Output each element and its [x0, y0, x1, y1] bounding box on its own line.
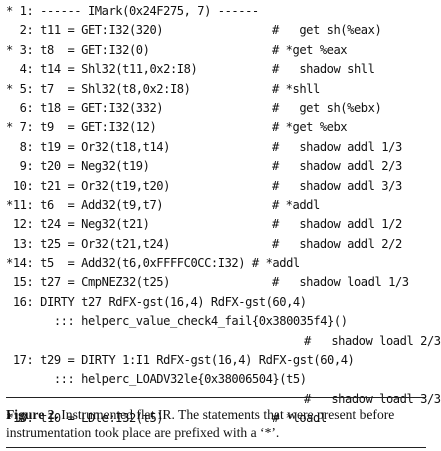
figure-caption: Figure 2. Instrumented flat IR. The stat… — [6, 406, 428, 442]
ir-line: # shadow loadl 2/3 — [6, 332, 441, 351]
ir-line: 13: t25 = Or32(t21,t24) # shadow addl 2/2 — [6, 235, 430, 254]
ir-line: 17: t29 = DIRTY 1:I1 RdFX-gst(16,4) RdFX… — [6, 351, 430, 370]
ir-line: * 3: t8 = GET:I32(0) # *get %eax — [6, 41, 430, 60]
ir-statement: 15: t27 = CmpNEZ32(t25) — [6, 275, 171, 290]
ir-statement: 4: t14 = Shl32(t11,0x2:I8) — [6, 62, 198, 77]
figure-caption-text: Instrumented flat IR. The statements tha… — [6, 407, 395, 440]
ir-line: 8: t19 = Or32(t18,t14) # shadow addl 1/3 — [6, 138, 430, 157]
ir-statement: 8: t19 = Or32(t18,t14) — [6, 139, 171, 154]
ir-comment: # shadow addl 3/3 — [272, 178, 402, 193]
ir-line: 15: t27 = CmpNEZ32(t25) # shadow loadl 1/… — [6, 273, 430, 292]
ir-line: 9: t20 = Neg32(t19) # shadow addl 2/3 — [6, 157, 430, 176]
ir-line: 12: t24 = Neg32(t21) # shadow addl 1/2 — [6, 215, 430, 234]
ir-statement: * 5: t7 = Shl32(t8,0x2:I8) — [6, 81, 191, 96]
ir-comment: # *shll — [272, 81, 320, 96]
ir-line: * 5: t7 = Shl32(t8,0x2:I8) # *shll — [6, 80, 430, 99]
ir-comment: # shadow addl 1/3 — [272, 139, 402, 154]
ir-comment: # *addl — [272, 197, 320, 212]
ir-statement: ::: helperc_LOADV32le{0x38006504}(t5) — [6, 372, 307, 387]
ir-statement: * 1: ------ IMark(0x24F275, 7) ------ — [6, 4, 259, 18]
ir-line: *14: t5 = Add32(t6,0xFFFFC0CC:I32) # *ad… — [6, 254, 430, 273]
ir-comment: # shadow addl 2/2 — [272, 236, 402, 251]
ir-line: 16: DIRTY t27 RdFX-gst(16,4) RdFX-gst(60… — [6, 293, 430, 312]
ir-line: *18: t10 = LDle:I32(t5) # *loadl — [6, 409, 430, 428]
ir-statement: * 7: t9 = GET:I32(12) — [6, 120, 157, 135]
ir-statement: ::: helperc_value_check4_fail{0x380035f4… — [6, 314, 348, 329]
ir-comment: # shadow addl 1/2 — [272, 217, 402, 232]
ir-statement: 2: t11 = GET:I32(320) — [6, 23, 164, 38]
figure-label: Figure 2. — [6, 407, 58, 422]
ir-line: 2: t11 = GET:I32(320) # get sh(%eax) — [6, 21, 430, 40]
ir-statement: 16: DIRTY t27 RdFX-gst(16,4) RdFX-gst(60… — [6, 294, 307, 309]
ir-statement: *18: t10 = LDle:I32(t5) — [6, 411, 164, 426]
ir-line: 10: t21 = Or32(t19,t20) # shadow addl 3/3 — [6, 177, 430, 196]
ir-comment: # *get %eax — [272, 42, 348, 57]
ir-statement: * 3: t8 = GET:I32(0) — [6, 42, 150, 57]
ir-line: 4: t14 = Shl32(t11,0x2:I8) # shadow shll — [6, 60, 430, 79]
ir-comment: # get sh(%eax) — [272, 23, 382, 38]
ir-comment: # shadow shll — [272, 62, 375, 77]
ir-statement: 12: t24 = Neg32(t21) — [6, 217, 150, 232]
ir-comment: # *loadl — [272, 411, 327, 426]
ir-comment: # get sh(%ebx) — [272, 100, 382, 115]
ir-statement: *11: t6 = Add32(t9,t7) — [6, 197, 164, 212]
ir-comment: # shadow loadl 3/3 — [304, 391, 441, 406]
caption-rule-top — [6, 397, 426, 398]
ir-comment: # shadow loadl 2/3 — [304, 333, 441, 348]
ir-line: ::: helperc_LOADV32le{0x38006504}(t5) — [6, 370, 430, 389]
ir-comment: # shadow addl 2/3 — [272, 159, 402, 174]
ir-line: * 7: t9 = GET:I32(12) # *get %ebx — [6, 118, 430, 137]
ir-comment: # *get %ebx — [272, 120, 348, 135]
ir-line: # shadow loadl 3/3 — [6, 390, 441, 409]
caption-rule-bottom — [6, 447, 426, 448]
ir-line: ::: helperc_value_check4_fail{0x380035f4… — [6, 312, 430, 331]
ir-statement: 13: t25 = Or32(t21,t24) — [6, 236, 171, 251]
ir-line: 6: t18 = GET:I32(332) # get sh(%ebx) — [6, 99, 430, 118]
ir-statement: *14: t5 = Add32(t6,0xFFFFC0CC:I32) # *ad… — [6, 256, 300, 271]
ir-comment: # shadow loadl 1/3 — [272, 275, 409, 290]
ir-line: *11: t6 = Add32(t9,t7) # *addl — [6, 196, 430, 215]
ir-statement: 17: t29 = DIRTY 1:I1 RdFX-gst(16,4) RdFX… — [6, 353, 355, 368]
ir-statement: 9: t20 = Neg32(t19) — [6, 159, 150, 174]
ir-line: * 1: ------ IMark(0x24F275, 7) ------ — [6, 2, 430, 21]
ir-listing: * 1: ------ IMark(0x24F275, 7) ------ 2:… — [6, 2, 441, 429]
ir-statement: 10: t21 = Or32(t19,t20) — [6, 178, 171, 193]
ir-statement: 6: t18 = GET:I32(332) — [6, 100, 164, 115]
